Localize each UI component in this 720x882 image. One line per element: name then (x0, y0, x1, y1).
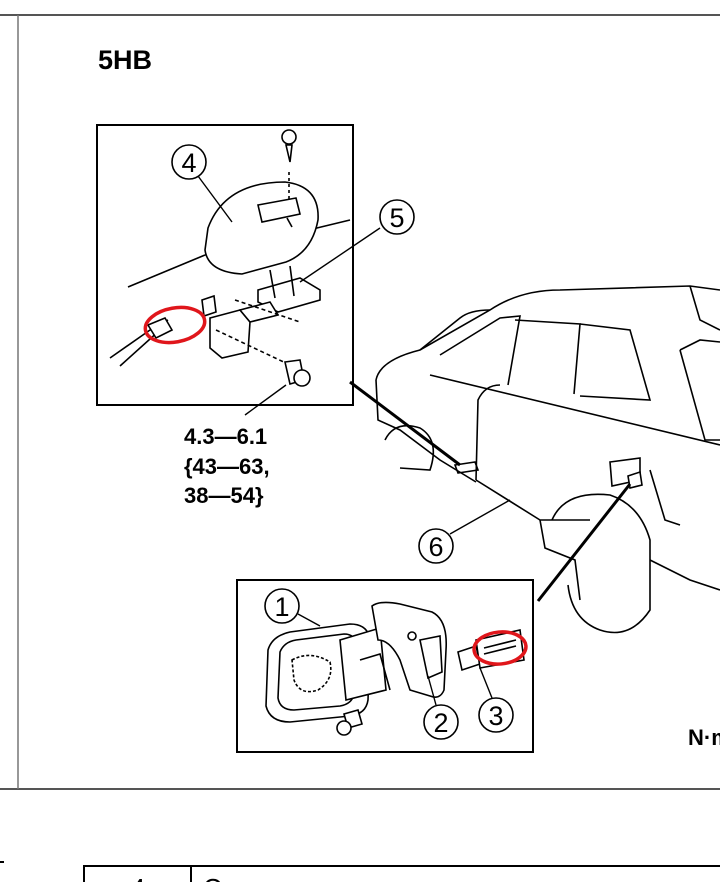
highlight-cable-end-upper (143, 305, 207, 345)
torque-spec-line1: 4.3—6.1 (184, 424, 267, 449)
callout-3: 3 (478, 667, 514, 733)
vehicle-drawing (375, 285, 720, 634)
table-cell-number: 4 (131, 873, 145, 882)
svg-text:4: 4 (181, 148, 196, 178)
unit-fragment: N·m (688, 725, 720, 750)
svg-text:6: 6 (428, 532, 443, 562)
callout-1: 1 (264, 588, 321, 627)
detail-box-cover (96, 124, 354, 406)
callout-4: 4 (171, 144, 233, 223)
diagram-title: 5HB (98, 45, 152, 75)
callout-5: 5 (299, 199, 415, 283)
cover-assembly-drawing (109, 129, 351, 387)
torque-spec-line3: 38—54} (184, 483, 264, 508)
torque-spec-line2: {43—63, (184, 454, 270, 479)
fuel-lid-assembly-drawing (265, 601, 525, 736)
table-cell-name: Cover (203, 873, 273, 882)
highlight-lock-actuator (472, 630, 528, 666)
parts-table-fragment: 4 Cover (0, 861, 720, 882)
callout-2: 2 (423, 675, 459, 740)
svg-text:2: 2 (433, 708, 448, 738)
svg-text:1: 1 (274, 592, 289, 622)
svg-text:3: 3 (488, 701, 503, 731)
svg-text:5: 5 (389, 203, 404, 233)
leader-lower-box (536, 483, 632, 602)
callout-6: 6 (418, 499, 511, 564)
leader-upper-box (349, 380, 461, 467)
torque-leader (244, 384, 287, 416)
detail-box-fuel-lid (236, 579, 534, 753)
